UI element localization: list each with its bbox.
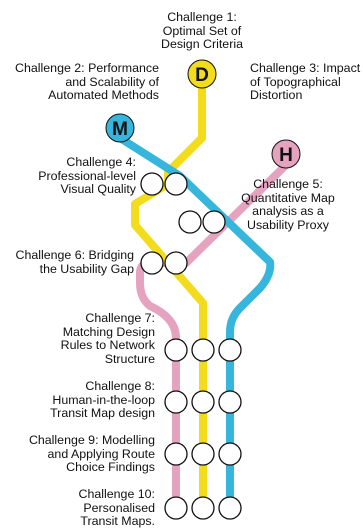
station-challenge-10-a: [164, 496, 188, 520]
terminal-m: M: [105, 113, 135, 143]
terminal-h: H: [271, 139, 301, 169]
station-challenge-9-c: [218, 442, 242, 466]
challenge-3-label: Challenge 3: Impact of Topographical Dis…: [250, 61, 361, 102]
terminal-d-circle: [187, 59, 217, 89]
station-challenge-10-b: [191, 496, 215, 520]
terminal-d-letter: D: [195, 65, 209, 86]
station-challenge-5-b: [202, 210, 226, 234]
terminal-m-letter: M: [112, 119, 128, 140]
station-challenge-7-a: [164, 338, 188, 362]
station-challenge-6-a: [140, 251, 164, 275]
station-challenge-5-a: [178, 210, 202, 234]
station-challenge-8-c: [218, 390, 242, 414]
challenge-10-label: Challenge 10: Personalised Transit Maps.: [78, 487, 155, 528]
challenge-1-label: Challenge 1: Optimal Set of Design Crite…: [161, 10, 243, 51]
challenge-9-label: Challenge 9: Modelling and Applying Rout…: [28, 433, 155, 474]
terminal-h-letter: H: [279, 145, 293, 166]
station-challenge-6-b: [164, 251, 188, 275]
station-challenge-4-b: [164, 172, 188, 196]
station-challenge-10-c: [218, 496, 242, 520]
station-challenge-7-c: [218, 338, 242, 362]
challenge-2-label: Challenge 2: Performance and Scalability…: [15, 61, 159, 102]
challenge-7-label: Challenge 7: Matching Design Rules to Ne…: [60, 311, 155, 366]
challenge-5-label: Challenge 5: Quantitative Map analysis a…: [241, 177, 335, 232]
terminal-m-circle: [105, 113, 135, 143]
challenge-6-label: Challenge 6: Bridging the Usability Gap: [15, 248, 134, 276]
terminal-h-circle: [271, 139, 301, 169]
terminal-d: D: [187, 59, 217, 89]
challenge-8-label: Challenge 8: Human-in-the-loop Transit M…: [50, 379, 155, 420]
station-challenge-8-b: [191, 390, 215, 414]
station-challenge-8-a: [164, 390, 188, 414]
methods-route-line: [116, 124, 275, 512]
station-challenge-9-b: [191, 442, 215, 466]
station-challenge-7-b: [191, 338, 215, 362]
station-challenge-9-a: [164, 442, 188, 466]
station-challenge-4-a: [140, 172, 164, 196]
challenge-4-label: Challenge 4: Professional-level Visual Q…: [38, 155, 136, 196]
